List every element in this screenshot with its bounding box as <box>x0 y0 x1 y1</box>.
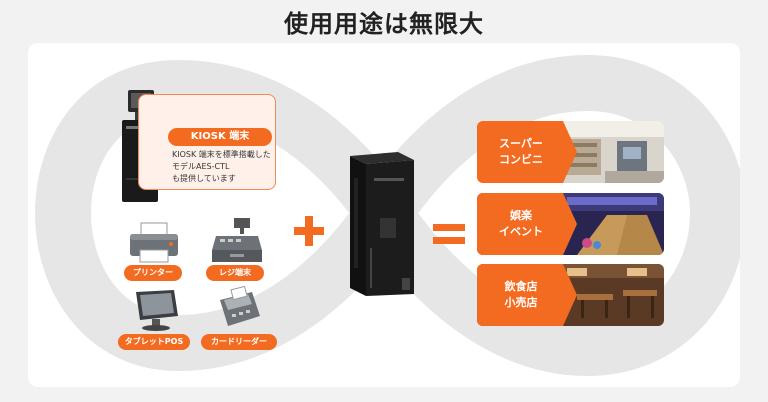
kiosk-description: KIOSK 端末を標準搭載した モデルAES-CTL も提供しています <box>172 149 276 185</box>
usecase-line2: コンビニ <box>499 153 543 166</box>
usecase-entertainment: 娯楽 イベント <box>477 193 664 255</box>
printer-icon <box>130 222 178 263</box>
usecase-arrow-shape <box>477 264 577 326</box>
usecase-line1: 娯楽 <box>510 209 532 222</box>
device-label-printer: プリンター <box>124 265 182 281</box>
usecase-arrow-shape <box>477 193 577 255</box>
device-label-tablet-pos: タブレットPOS <box>118 334 190 350</box>
usecase-line2: イベント <box>499 225 543 238</box>
equals-icon <box>433 224 465 244</box>
usecase-restaurant: 飲食店 小売店 <box>477 264 664 326</box>
usecase-label: スーパー コンビニ <box>477 121 565 183</box>
usecase-supermarket: スーパー コンビニ <box>477 121 664 183</box>
cash-register-icon <box>212 218 262 262</box>
kiosk-desc-line: モデルAES-CTL <box>172 162 230 171</box>
kiosk-desc-line: も提供しています <box>172 174 236 183</box>
usecase-label: 飲食店 小売店 <box>477 264 565 326</box>
usecase-line1: スーパー <box>499 137 543 150</box>
usecase-line1: 飲食店 <box>504 280 538 293</box>
device-label-cash-register: レジ端末 <box>206 265 264 281</box>
aes-ctl-unit-image <box>350 152 414 296</box>
kiosk-tag: KIOSK 端末 <box>168 128 272 146</box>
page-title: 使用用途は無限大 <box>284 10 484 38</box>
usecase-line2: 小売店 <box>504 296 538 309</box>
plus-icon <box>294 216 324 246</box>
tablet-pos-icon <box>136 290 178 331</box>
usecase-label: 娯楽 イベント <box>477 193 565 255</box>
card-reader-icon <box>220 286 260 326</box>
device-label-card-reader: カードリーダー <box>201 334 277 350</box>
kiosk-desc-line: KIOSK 端末を標準搭載した <box>172 150 271 159</box>
usecase-arrow-shape <box>477 121 577 183</box>
